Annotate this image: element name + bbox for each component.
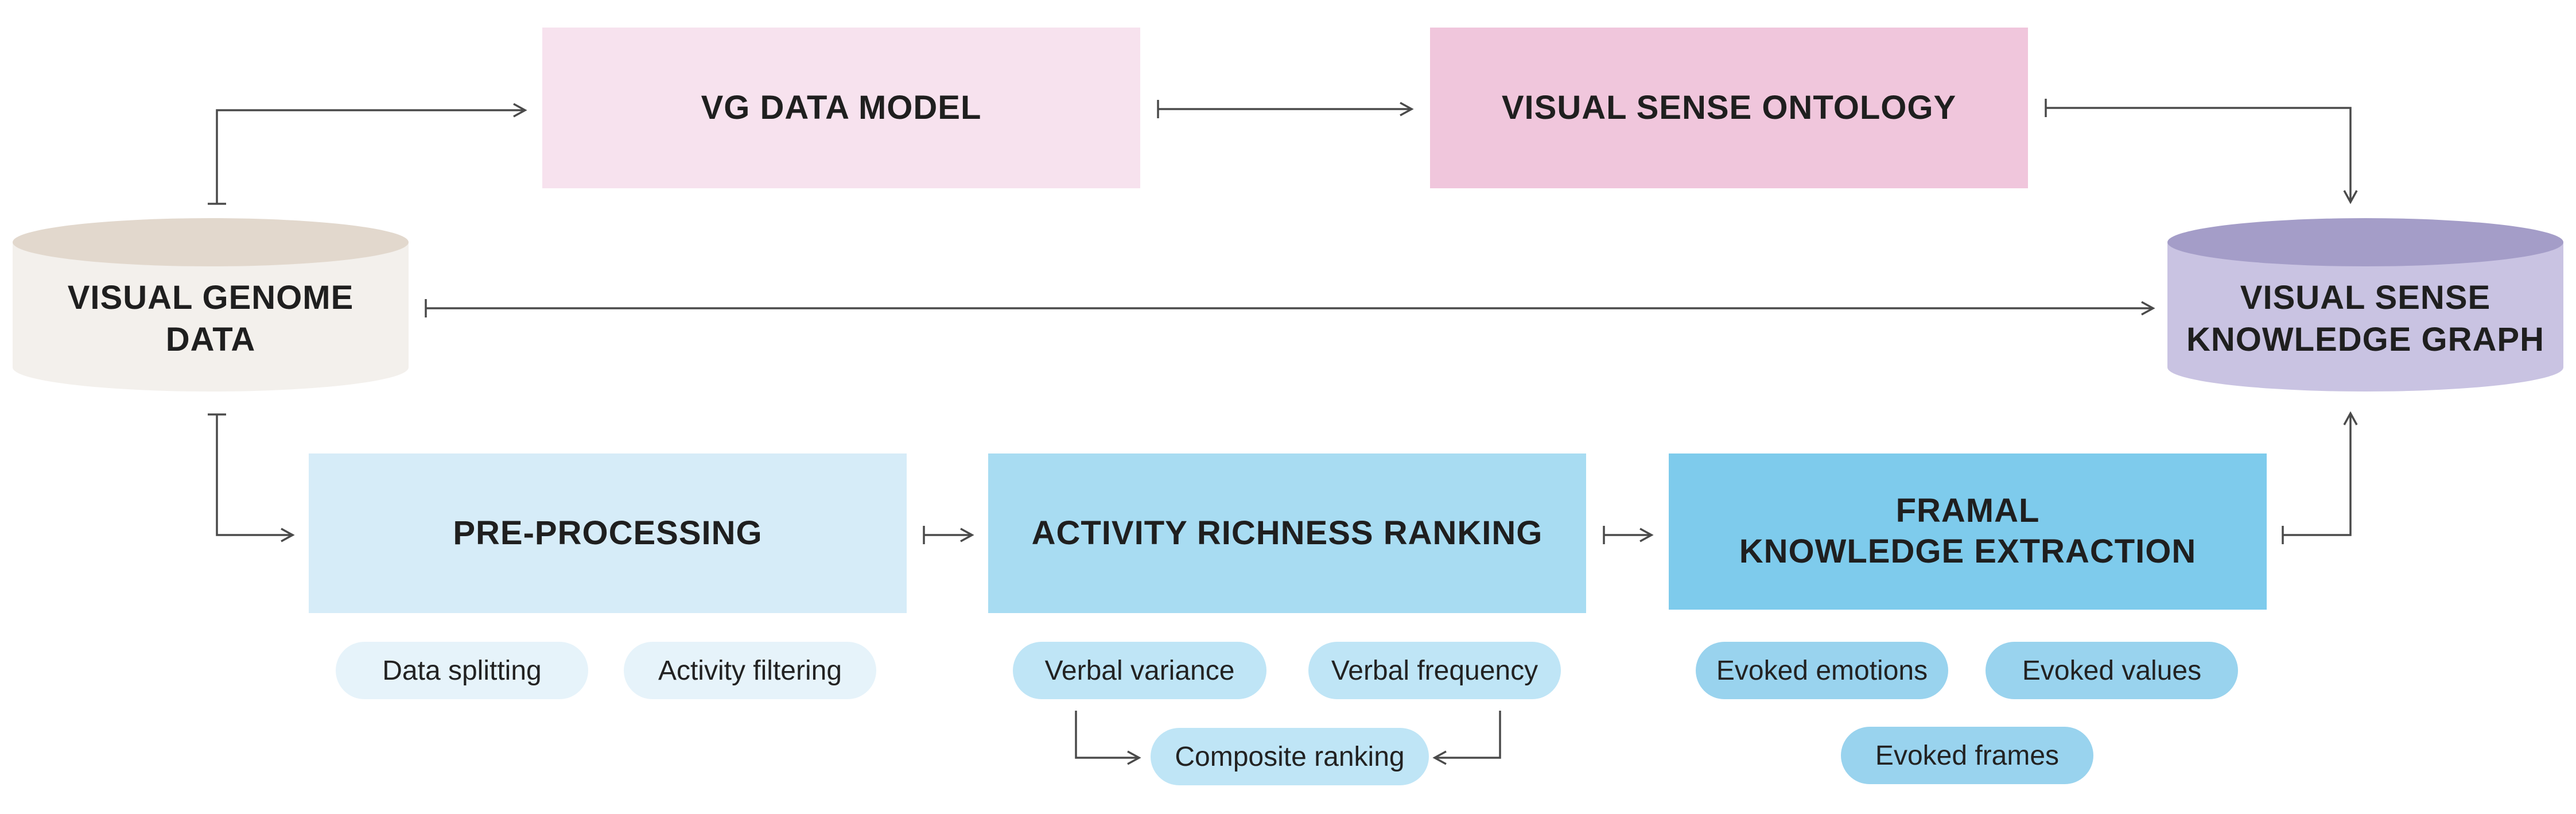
evoked-emotions-pill: Evoked emotions	[1696, 642, 1948, 699]
visual-sense-kg-label: VISUAL SENSE KNOWLEDGE GRAPH	[2186, 278, 2544, 358]
knowledge-graph-cylinder	[2167, 218, 2563, 392]
framal-knowledge-extraction-box: FRAMAL KNOWLEDGE EXTRACTION	[1669, 453, 2267, 610]
arrow-genome-to-data-model	[216, 103, 527, 204]
evoked-values-pill: Evoked values	[1986, 642, 2238, 699]
verbal-frequency-pill: Verbal frequency	[1308, 642, 1561, 699]
arrow-variance-to-composite	[1075, 711, 1141, 765]
arrow-extraction-to-kg	[2283, 411, 2358, 536]
verbal-variance-pill: Verbal variance	[1013, 642, 1266, 699]
visual-genome-data-label: VISUAL GENOME DATA	[67, 278, 354, 358]
activity-richness-ranking-box: ACTIVITY RICHNESS RANKING	[988, 453, 1586, 613]
arrow-frequency-to-composite	[1432, 711, 1501, 765]
activity-filtering-pill: Activity filtering	[624, 642, 876, 699]
pre-processing-box: PRE-PROCESSING	[309, 453, 907, 613]
visual-sense-ontology-box: VISUAL SENSE ONTOLOGY	[1430, 28, 2028, 188]
arrow-genome-to-preprocessing	[216, 414, 295, 542]
composite-ranking-pill: Composite ranking	[1151, 728, 1429, 785]
arrow-ontology-to-kg	[2046, 107, 2358, 204]
evoked-frames-pill: Evoked frames	[1841, 727, 2093, 784]
data-splitting-pill: Data splitting	[336, 642, 588, 699]
visual-genome-cylinder	[13, 218, 409, 392]
vg-data-model-box: VG DATA MODEL	[542, 28, 1140, 188]
